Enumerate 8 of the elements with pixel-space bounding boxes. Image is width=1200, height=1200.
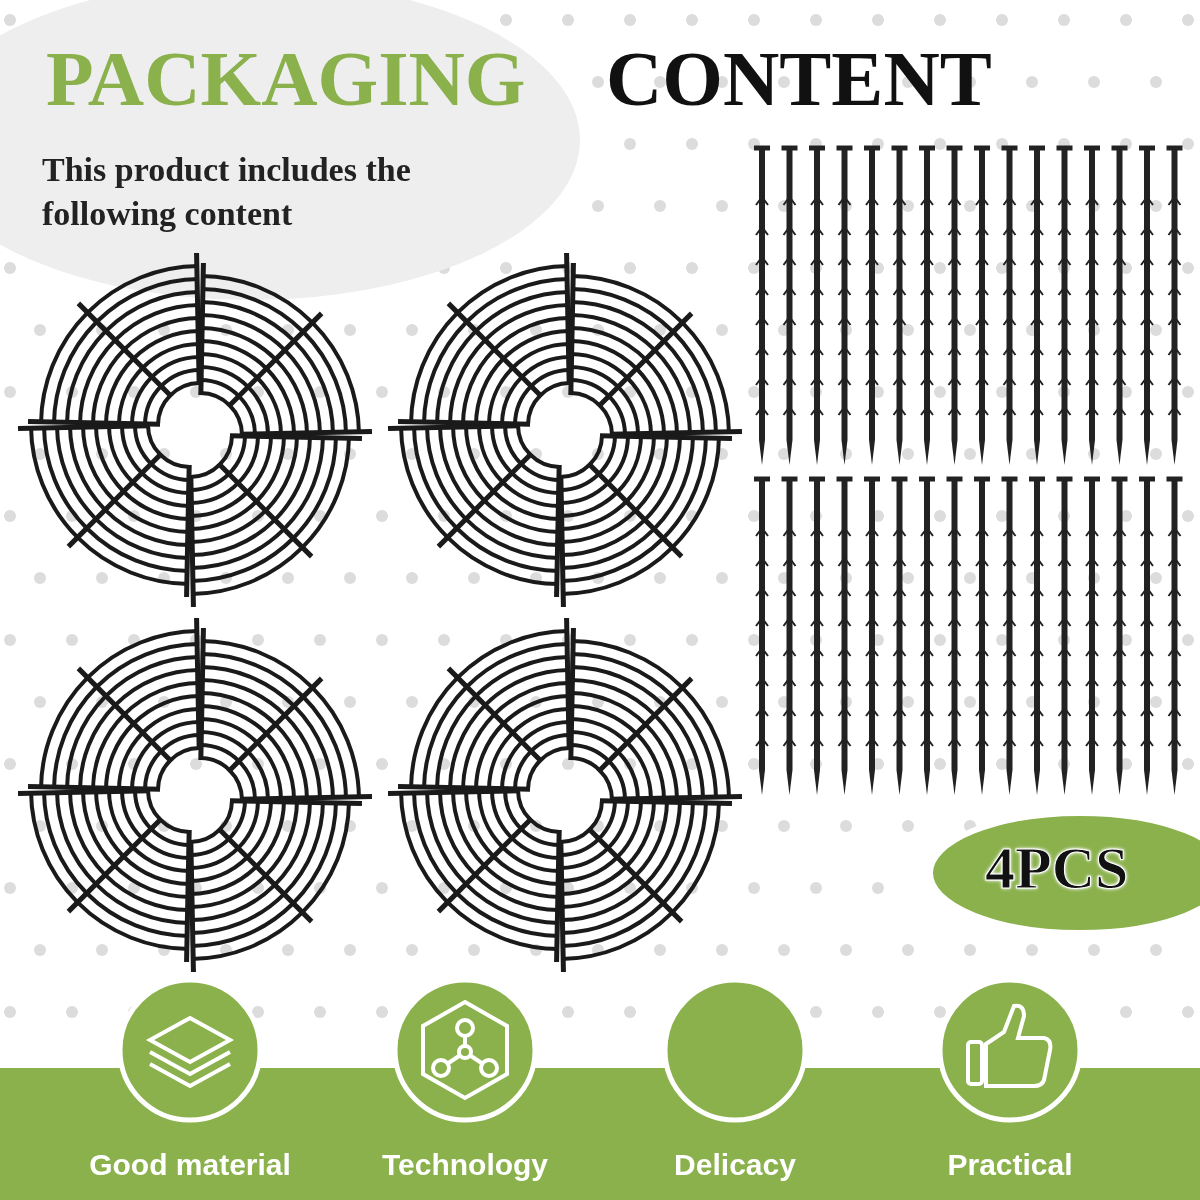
subtitle: This product includes the following content (42, 150, 412, 235)
feature-label: Technology (381, 1150, 549, 1180)
feature-label: Good material (89, 1150, 291, 1180)
feature-label: Delicacy (674, 1150, 796, 1180)
quantity-label: 4PCS (985, 838, 1129, 898)
heading-word: CONTENT (606, 40, 992, 118)
feature-label: Practical (947, 1150, 1073, 1180)
heading-word: PACKAGING (46, 40, 526, 118)
